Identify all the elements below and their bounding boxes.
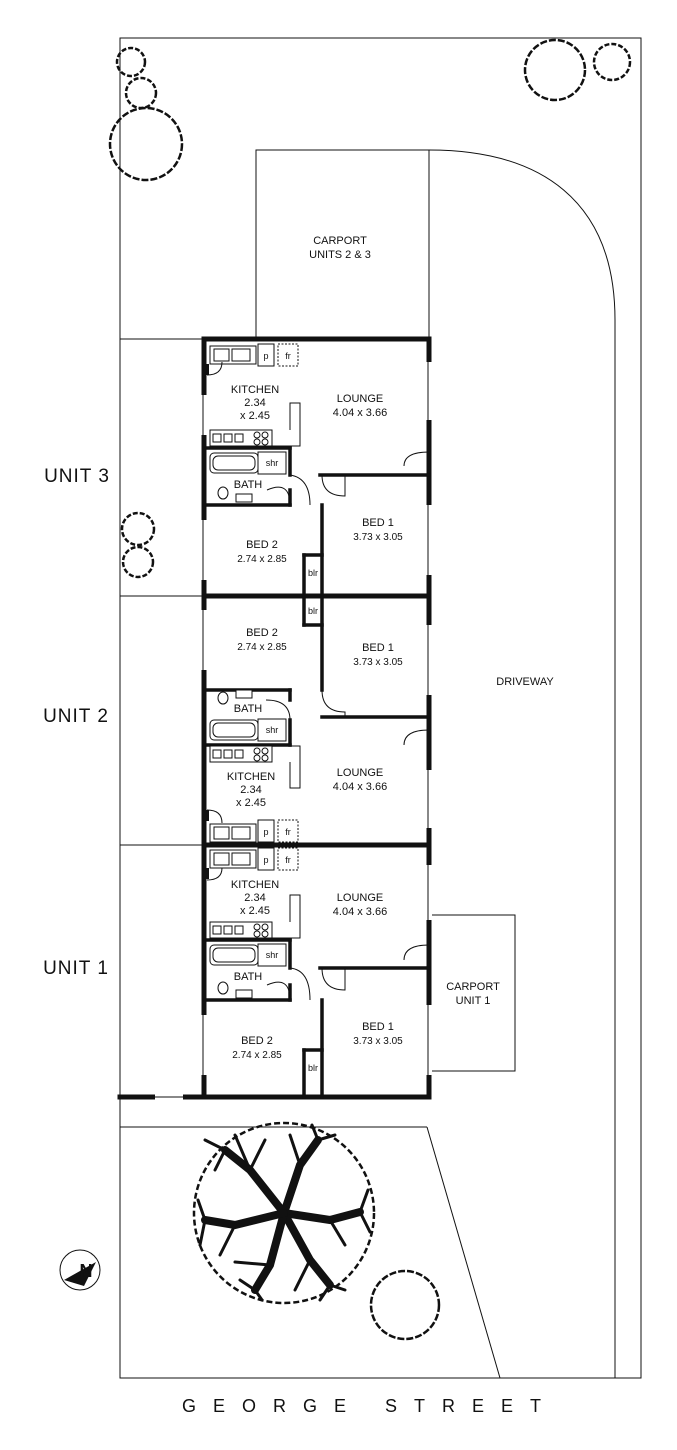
unit-2-plan (204, 594, 431, 843)
unit-3-fridge-label: fr (285, 351, 291, 361)
unit-2-shower-label: shr (266, 725, 279, 735)
front-path-line (426, 1126, 501, 1379)
unit-2-bed2-label: BED 2 (246, 627, 278, 639)
north-arrow-icon: N (59, 1249, 101, 1291)
windows (155, 362, 432, 1100)
tree-icon (523, 38, 632, 102)
unit-2-kitchen-dim-2: x 2.45 (236, 797, 266, 809)
unit-1-shower-label: shr (266, 950, 279, 960)
unit-2-bath-label: BATH (234, 703, 263, 715)
tree-icon (108, 46, 184, 182)
unit-1-kitchen-label: KITCHEN (231, 879, 279, 891)
unit-2-fridge-label: fr (285, 827, 291, 837)
unit-1-lounge-label: LOUNGE (337, 892, 383, 904)
unit-1-robe-label: blr (308, 1063, 318, 1073)
unit-1-kitchen-dim-1: 2.34 (244, 892, 265, 904)
unit-1-lounge-dim: 4.04 x 3.66 (333, 906, 387, 918)
street-label: GEORGE STREET (182, 1396, 558, 1416)
unit-1-pantry-label: p (263, 855, 268, 865)
carport-unit-1-label-2: UNIT 1 (456, 995, 491, 1007)
driveway-label: DRIVEWAY (496, 676, 554, 688)
carport-unit-1 (430, 914, 516, 1072)
unit-1-bed2-dim: 2.74 x 2.85 (232, 1050, 282, 1061)
site-boundary (119, 37, 642, 1379)
unit-2-label: UNIT 2 (43, 706, 109, 727)
unit-2-bed1-dim: 3.73 x 3.05 (353, 657, 403, 668)
unit-2-bed2-dim: 2.74 x 2.85 (237, 642, 287, 653)
unit-3-plan (204, 343, 431, 598)
unit-3-kitchen-dim-1: 2.34 (244, 397, 265, 409)
unit-2-bed1-label: BED 1 (362, 642, 394, 654)
unit-1-bed1-label: BED 1 (362, 1021, 394, 1033)
unit-3-bath-label: BATH (234, 479, 263, 491)
unit-3-bed1-label: BED 1 (362, 517, 394, 529)
unit-1-bath-label: BATH (234, 971, 263, 983)
unit-1-kitchen-dim-2: x 2.45 (240, 905, 270, 917)
unit-3-bed2-dim: 2.74 x 2.85 (237, 554, 287, 565)
unit-2-pantry-label: p (263, 827, 268, 837)
unit-1-plan (204, 847, 431, 1099)
carport-unit-1-label-1: CARPORT (446, 981, 500, 993)
unit-3-bed2-label: BED 2 (246, 539, 278, 551)
unit-3-lounge-label: LOUNGE (337, 393, 383, 405)
north-label: N (80, 1261, 93, 1281)
large-tree-icon (192, 1121, 376, 1305)
unit-3-lounge-dim: 4.04 x 3.66 (333, 407, 387, 419)
unit-3-pantry-label: p (263, 351, 268, 361)
unit-2-lounge-label: LOUNGE (337, 767, 383, 779)
unit-1-fridge-label: fr (285, 855, 291, 865)
tree-icon (369, 1269, 441, 1341)
unit-1-bed1-dim: 3.73 x 3.05 (353, 1036, 403, 1047)
unit-2-robe-label: blr (308, 606, 318, 616)
tree-icon (120, 511, 156, 579)
unit-1-label: UNIT 1 (43, 958, 109, 979)
unit-2-kitchen-label: KITCHEN (227, 771, 275, 783)
unit-3-shower-label: shr (266, 458, 279, 468)
unit-3-kitchen-label: KITCHEN (231, 384, 279, 396)
unit-3-label: UNIT 3 (44, 466, 110, 487)
unit-3-robe-label: blr (308, 568, 318, 578)
unit-1-bed2-label: BED 2 (241, 1035, 273, 1047)
unit-2-lounge-dim: 4.04 x 3.66 (333, 781, 387, 793)
carport-units-2-3-label-2: UNITS 2 & 3 (309, 249, 371, 261)
unit-3-kitchen-dim-2: x 2.45 (240, 410, 270, 422)
unit-3-bed1-dim: 3.73 x 3.05 (353, 532, 403, 543)
carport-units-2-3-label-1: CARPORT (313, 235, 367, 247)
unit-2-kitchen-dim-1: 2.34 (240, 784, 261, 796)
driveway-edge (428, 149, 616, 1378)
